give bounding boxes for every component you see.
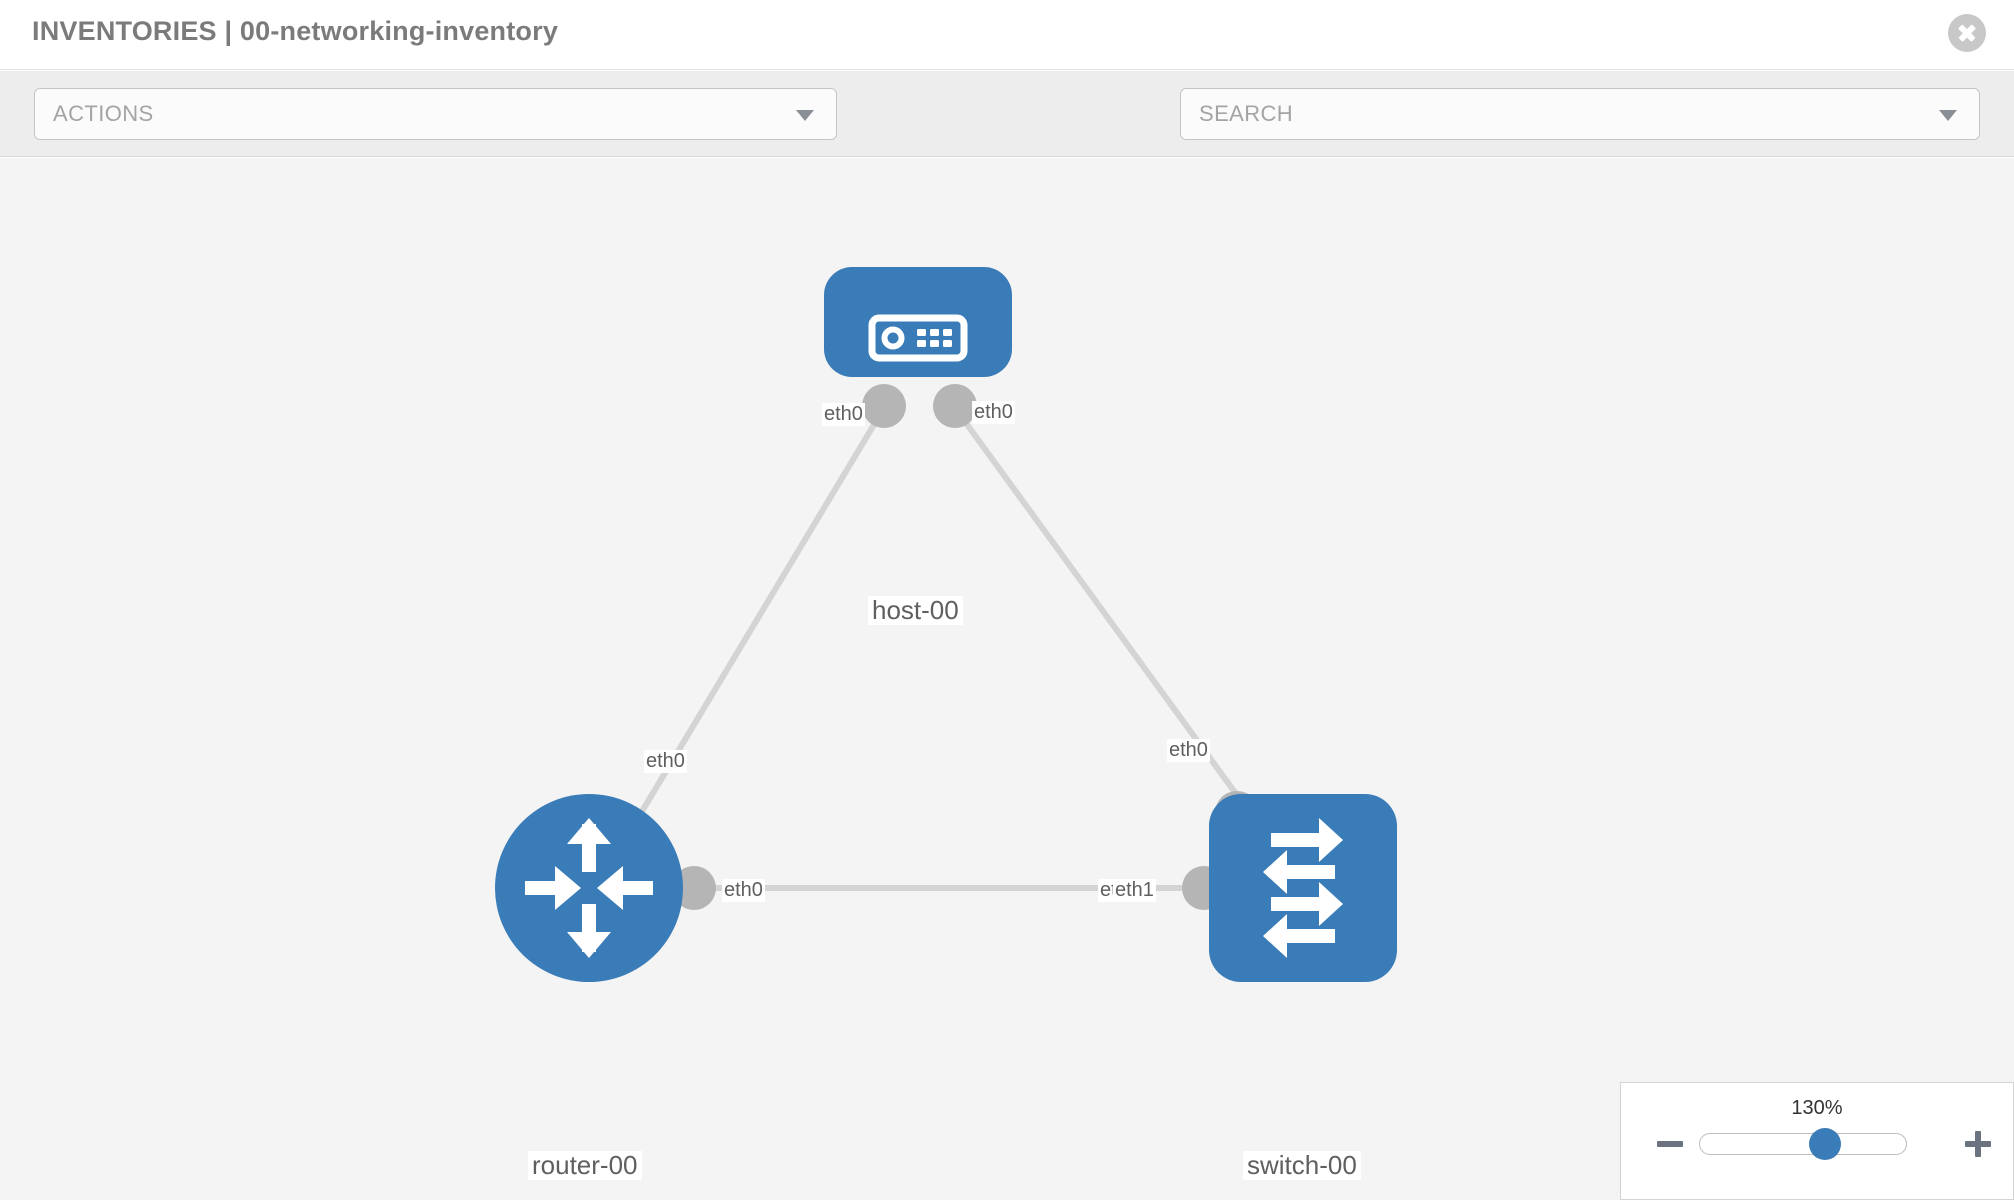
host-icon [868,314,968,362]
search-input[interactable]: SEARCH [1180,88,1980,140]
node-router-00 [495,794,683,982]
edge-label-switch-up: eth0 [1167,739,1210,762]
zoom-in-button[interactable] [1963,1129,1993,1159]
edge-label-router-right: eth0 [722,879,765,902]
zoom-out-button[interactable] [1655,1129,1685,1159]
actions-dropdown-label: ACTIONS [53,101,154,126]
edge-label-host-right: eth0 [972,401,1015,424]
zoom-percent-label: 130% [1791,1097,1843,1119]
router-icon [525,818,653,958]
node-label-router-00: router-00 [528,1151,642,1181]
actions-dropdown[interactable]: ACTIONS [34,88,837,140]
edge-host-router [617,406,887,850]
node-label-host-00: host-00 [868,596,963,626]
connector-host-left [862,384,906,428]
zoom-slider-thumb[interactable] [1809,1128,1842,1160]
connector-host-right [933,384,977,428]
search-placeholder: SEARCH [1199,101,1294,126]
connector-router-right [672,866,716,910]
edge-label-router-up: eth0 [644,750,687,773]
chevron-down-icon [796,110,814,121]
switch-icon [1263,818,1343,958]
close-icon[interactable] [1948,14,1986,52]
topology-canvas[interactable]: eth0 eth0 eth0 eth0 eth0 eth0 eth1 host-… [0,158,2014,1200]
toolbar: ACTIONS SEARCH [0,71,2014,198]
node-host-00 [824,267,1012,377]
edge-group [617,406,1253,891]
topology-graph [495,267,1397,982]
edge-label-switch-left-eth1: eth1 [1113,879,1156,902]
connector-group [672,384,1259,910]
edge-label-host-left: eth0 [822,403,865,426]
node-label-switch-00: switch-00 [1243,1151,1361,1181]
zoom-slider[interactable] [1699,1128,1907,1160]
page-header: INVENTORIES | 00-networking-inventory [0,0,2014,70]
chevron-down-icon[interactable] [1939,110,1957,121]
node-switch-00 [1209,794,1397,982]
page-title: INVENTORIES | 00-networking-inventory [32,16,559,46]
zoom-control: 130% [1620,1082,2014,1200]
